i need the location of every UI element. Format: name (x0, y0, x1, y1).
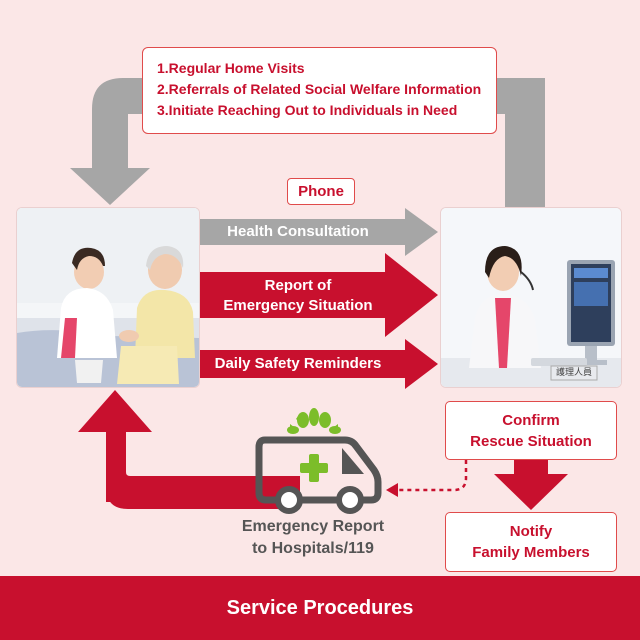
health-arrow-shape (198, 208, 438, 256)
emergency-label-line: Report of (264, 277, 332, 294)
confirm-rescue-box: Confirm Rescue Situation (445, 401, 617, 460)
notify-line: Family Members (472, 544, 590, 561)
emergency-arrow-shape (198, 253, 438, 337)
nurse-call-center-photo: 護理人員 (441, 208, 621, 387)
daily-safety-label: Daily Safety Reminders (214, 355, 382, 372)
service-item: 3.Initiate Reaching Out to Individuals i… (157, 102, 458, 118)
dotted-arrow-line (398, 460, 468, 492)
emergency-label-line: Emergency Situation (223, 297, 373, 314)
elder-visit-photo (17, 208, 199, 387)
nurse-nameplate: 護理人員 (555, 368, 592, 378)
red-return-bar (106, 430, 126, 502)
emergency-report-caption: Emergency Report to Hospitals/119 (213, 516, 413, 560)
service-list-box: 1.Regular Home Visits 2.Referrals of Rel… (142, 47, 497, 134)
confirm-line: Confirm (502, 411, 560, 429)
confirm-to-notify-arrow (494, 460, 568, 510)
service-item: 2.Referrals of Related Social Welfare In… (157, 81, 482, 97)
phone-tag: Phone (287, 178, 355, 205)
footer-title: Service Procedures (0, 576, 640, 640)
dotted-arrow-head (386, 483, 398, 497)
daily-arrow-shape (198, 339, 438, 389)
service-item: 1.Regular Home Visits (157, 60, 305, 76)
notify-family-box: Notify Family Members (445, 512, 617, 572)
caption-line: Emergency Report (241, 518, 385, 535)
notify-line: Notify (509, 523, 553, 540)
confirm-line: Rescue Situation (470, 432, 592, 450)
caption-line: to Hospitals/119 (252, 540, 374, 557)
ambulance-icon (255, 408, 382, 514)
gray-loop-right-down (509, 78, 545, 210)
health-consultation-label: Health Consultation (227, 223, 369, 240)
red-return-arrow (78, 390, 300, 509)
gray-loop-arrow-top (70, 78, 150, 205)
emergency-report-label: Report of Emergency Situation (198, 276, 398, 316)
